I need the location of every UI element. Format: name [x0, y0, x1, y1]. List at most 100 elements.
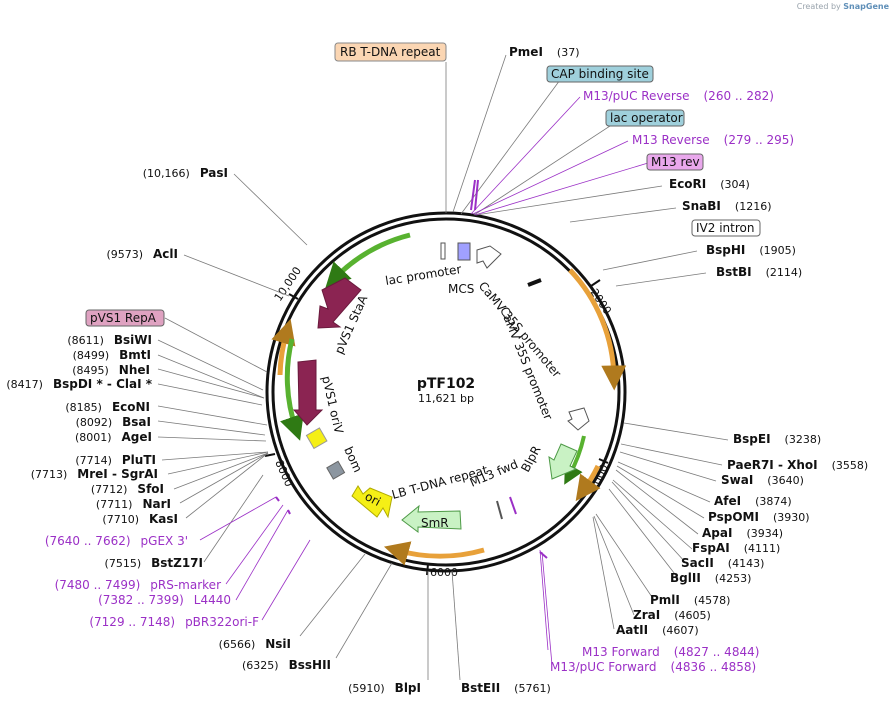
iv2-intron-box — [691, 219, 761, 237]
m13-rev-box — [646, 153, 704, 171]
primer-l4440: (7382 .. 7399)L4440 — [98, 593, 231, 607]
feature-arc-left-orange-up — [271, 319, 296, 376]
site-pasi: (10,166)PasI — [143, 166, 228, 180]
site-pluti: (7714)PluTI — [75, 453, 156, 467]
pvs1-repa-label: pVS1 RepA — [90, 311, 157, 325]
site-aatii: AatII(4607) — [616, 623, 699, 637]
feature-mcs: MCS — [448, 282, 474, 296]
bom-box — [326, 460, 346, 480]
snapgene-credit: Created by SnapGene — [797, 2, 889, 11]
feature-arc-bottom-orange — [383, 541, 485, 566]
right-primer-labels: M13/pUC Reverse(260 .. 282) M13 Reverse(… — [550, 89, 794, 674]
site-kasi: (7710)KasI — [102, 512, 178, 526]
site-bsshii: (6325)BssHII — [242, 658, 331, 672]
feature-arc-right-orange — [568, 268, 627, 391]
pvs1-oriv-arrow — [292, 359, 324, 426]
primer-marks — [275, 179, 548, 559]
site-bglii: BglII(4253) — [670, 571, 751, 585]
backbone-inner — [271, 217, 621, 567]
feature-arc-right-green — [564, 435, 586, 485]
primer-m13-reverse: M13 Reverse(279 .. 295) — [632, 133, 794, 147]
primer-m13-forward: M13 Forward(4827 .. 4844) — [582, 645, 759, 659]
site-blpi: (5910)BlpI — [348, 681, 421, 695]
primer-leader-lines — [199, 96, 649, 666]
site-ecori: EcoRI(304) — [669, 177, 750, 191]
site-pspomi: PspOMI(3930) — [708, 510, 810, 524]
mcs-bar — [457, 242, 471, 261]
site-nhei: (8495)NheI — [72, 363, 150, 377]
iv2-intron-bar — [527, 278, 542, 287]
site-sfoi: (7712)SfoI — [91, 482, 164, 496]
site-bsiwi: (8611)BsiWI — [67, 333, 152, 347]
cap-binding-site-label: CAP binding site — [551, 67, 649, 81]
lac-promoter-bar — [440, 242, 446, 260]
site-mrei-sgrai: (7713)MreI - SgrAI — [31, 467, 158, 481]
primer-m13-puc-forward: M13/pUC Forward(4836 .. 4858) — [550, 660, 756, 674]
cap-binding-site-box — [546, 65, 654, 83]
site-bstz17i: (7515)BstZ17I — [105, 556, 203, 570]
boxed-labels: RB T-DNA repeat CAP binding site lac ope… — [85, 42, 761, 327]
feature-smr: SmR — [421, 516, 449, 530]
pvs1-staa-arrow — [317, 277, 362, 329]
tick-marks — [264, 279, 609, 576]
site-bmti: (8499)BmtI — [73, 348, 151, 362]
primer-pgex-3: (7640 .. 7662)pGEX 3' — [45, 534, 188, 548]
feature-arc-top-left-green — [325, 232, 411, 289]
m13-fwd-bar — [509, 496, 517, 515]
site-sacii: SacII(4143) — [681, 556, 764, 570]
m13-rev-label: M13 rev — [651, 155, 700, 169]
plasmid-size: 11,621 bp — [418, 392, 474, 405]
pvs1-repa-box — [85, 309, 165, 327]
lac-operator-box — [605, 109, 685, 127]
blpr-arrow — [548, 443, 578, 480]
site-bsai: (8092)BsaI — [76, 415, 151, 429]
snapgene-brand: SnapGene — [843, 2, 889, 11]
site-acli: (9573)AclI — [106, 247, 178, 261]
site-afei: AfeI(3874) — [714, 494, 792, 508]
site-swai: SwaI(3640) — [721, 473, 804, 487]
site-bspdi-clai: (8417)BspDI * - ClaI * — [6, 377, 152, 391]
site-paer7i-xhoi: PaeR7I - XhoI(3558) — [727, 458, 868, 472]
rb-tdna-repeat-label: RB T-DNA repeat — [340, 45, 441, 59]
primer-m13-puc-reverse: M13/pUC Reverse(260 .. 282) — [583, 89, 774, 103]
site-pmei: PmeI(37) — [509, 45, 580, 59]
camv35s-arrow-2 — [567, 407, 590, 431]
tick-6000: 6000 — [430, 566, 458, 579]
plasmid-name: pTF102 — [417, 376, 475, 392]
feature-arrows — [271, 232, 627, 566]
site-bsteii: BstEII(5761) — [461, 681, 551, 695]
site-agei: (8001)AgeI — [75, 430, 152, 444]
feature-bom: bom — [341, 445, 365, 475]
iv2-intron-label: IV2 intron — [696, 221, 754, 235]
rb-tdna-repeat-box — [334, 42, 447, 62]
pvs1-oriv-box — [305, 427, 328, 450]
site-snabi: SnaBI(1216) — [682, 199, 771, 213]
leader-lines — [157, 54, 729, 681]
site-bsphi: BspHI(1905) — [706, 243, 796, 257]
lac-operator-label: lac operator — [610, 111, 683, 125]
ori-arrow — [351, 485, 393, 519]
feature-arc-left-green-down — [280, 338, 304, 441]
site-nari: (7711)NarI — [96, 497, 171, 511]
site-zrai: ZraI(4605) — [633, 608, 711, 622]
site-nsii: (6566)NsiI — [219, 637, 291, 651]
left-primer-labels: (7640 .. 7662)pGEX 3' (7480 .. 7499)pRS-… — [45, 534, 259, 629]
site-pmli: PmlI(4578) — [650, 593, 730, 607]
feature-pvs1-oriv: pVS1 oriV — [319, 375, 346, 436]
site-bstbi: BstBI(2114) — [716, 265, 802, 279]
feature-blpr: BlpR — [518, 444, 543, 475]
feature-arc-right-orange-2 — [575, 464, 601, 502]
primer-pbr322ori-f: (7129 .. 7148)pBR322ori-F — [89, 615, 259, 629]
right-site-labels: PmeI(37) EcoRI(304) SnaBI(1216) BspHI(19… — [461, 45, 868, 695]
camv35s-arrow-1 — [476, 245, 502, 269]
primer-prs-marker: (7480 .. 7499)pRS-marker — [55, 578, 221, 592]
feature-ori: ori — [363, 489, 383, 509]
site-bspei: BspEI(3238) — [733, 432, 821, 446]
smr-arrow — [401, 504, 462, 533]
site-fspai: FspAI(4111) — [692, 541, 780, 555]
left-site-labels: (10,166)PasI (9573)AclI (8611)BsiWI (849… — [6, 166, 421, 695]
credit-prefix: Created by — [796, 2, 841, 11]
site-econi: (8185)EcoNI — [65, 400, 150, 414]
lb-repeat-bar — [496, 500, 503, 520]
